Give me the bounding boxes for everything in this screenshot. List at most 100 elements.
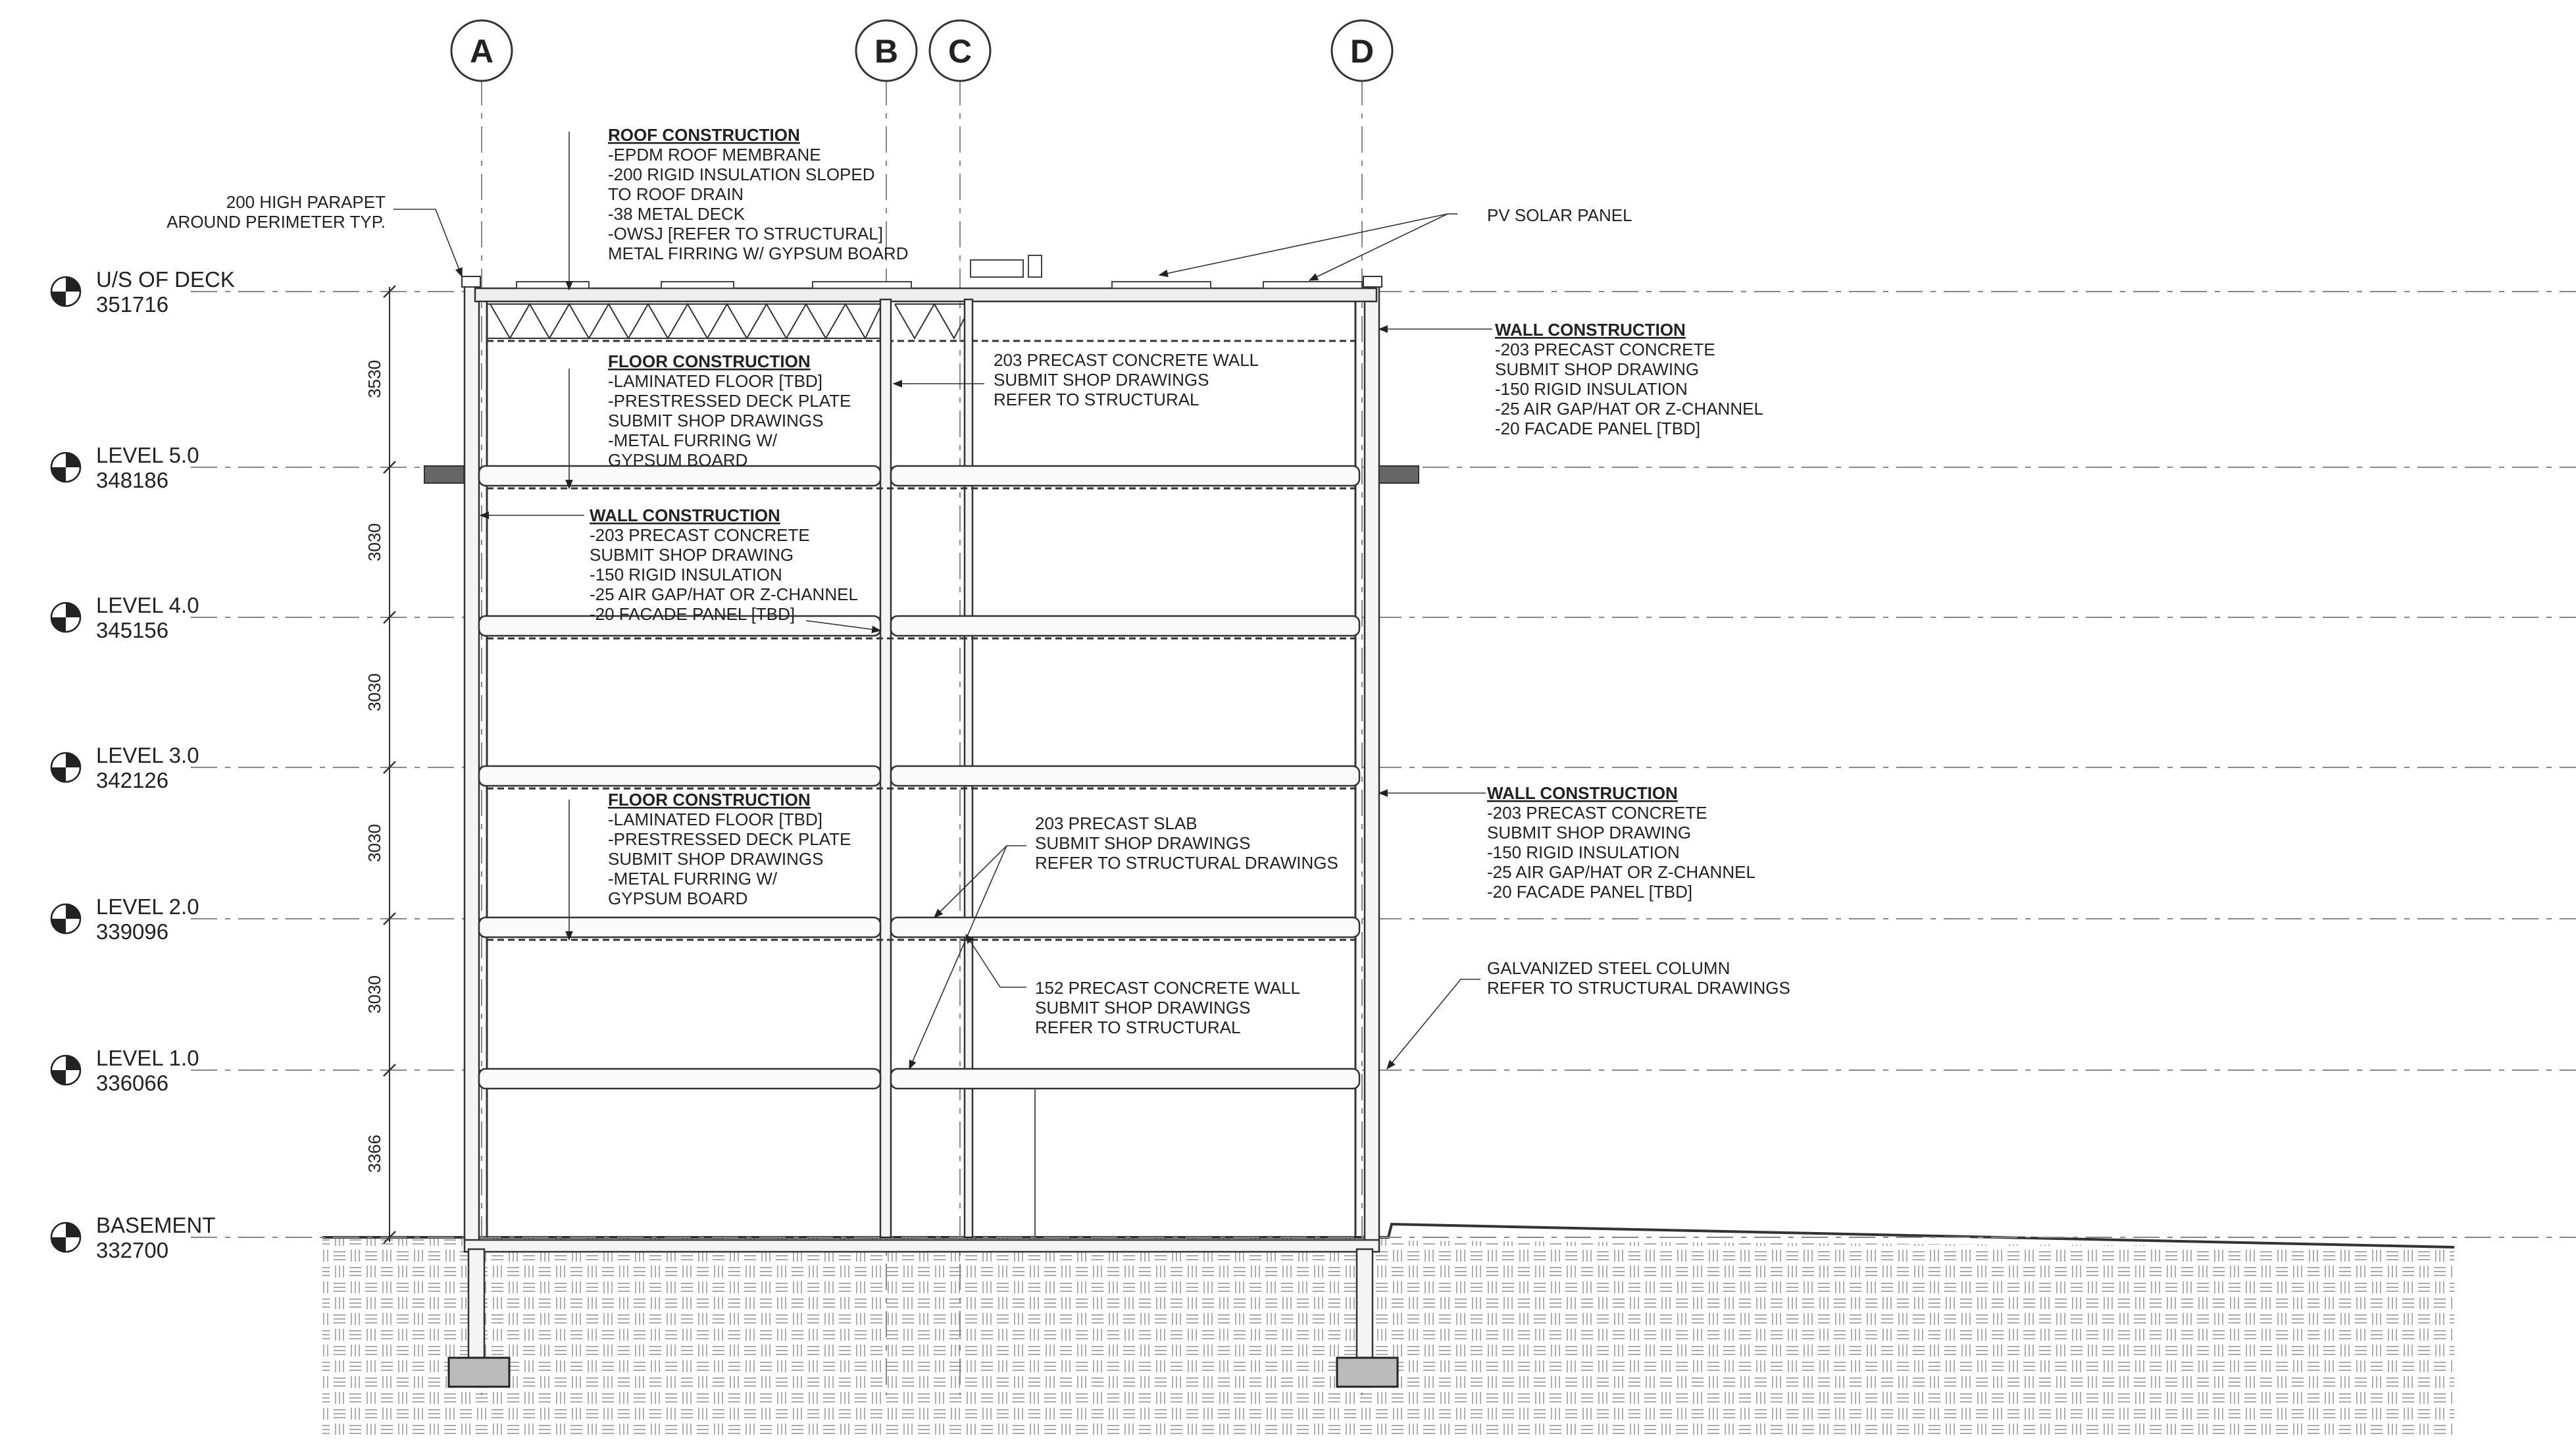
wall-construction-note-right-lower: WALL CONSTRUCTION -203 PRECAST CONCRETE … (1487, 783, 1755, 902)
galvanized-column-note: GALVANIZED STEEL COLUMN REFER TO STRUCTU… (1487, 958, 1790, 998)
grid-bubble-a: A (450, 19, 513, 82)
note-line: -150 RIGID INSULATION (590, 565, 782, 584)
note-line: -203 PRECAST CONCRETE (1487, 803, 1707, 823)
note-line: SUBMIT SHOP DRAWINGS (994, 370, 1209, 390)
note-line: -LAMINATED FLOOR [TBD] (608, 810, 822, 829)
note-line: 152 PRECAST CONCRETE WALL (1035, 978, 1300, 998)
floor-construction-note-lower: FLOOR CONSTRUCTION -LAMINATED FLOOR [TBD… (608, 790, 851, 908)
level-name: LEVEL 1.0 (96, 1046, 199, 1070)
note-line: -LAMINATED FLOOR [TBD] (608, 371, 822, 391)
note-title: WALL CONSTRUCTION (1495, 320, 1686, 340)
level-name: BASEMENT (96, 1213, 216, 1237)
note-line: -OWSJ [REFER TO STRUCTURAL] (608, 224, 883, 244)
note-line: -PRESTRESSED DECK PLATE (608, 391, 851, 411)
note-line: SUBMIT SHOP DRAWINGS (1035, 833, 1250, 853)
note-line: -25 AIR GAP/HAT OR Z-CHANNEL (590, 584, 858, 604)
level-marker-us-deck: U/S OF DECK 351716 (50, 267, 235, 317)
note-title: FLOOR CONSTRUCTION (608, 790, 811, 810)
note-line: -20 FACADE PANEL [TBD] (1487, 882, 1692, 902)
level-elevation: 348186 (96, 468, 168, 492)
level-lines (191, 291, 2576, 1238)
note-line: SUBMIT SHOP DRAWINGS (608, 849, 823, 869)
dimension-label: 3030 (365, 523, 384, 561)
note-line: METAL FIRRING W/ GYPSUM BOARD (608, 244, 908, 263)
pv-solar-note: PV SOLAR PANEL (1487, 205, 1632, 225)
note-line: -25 AIR GAP/HAT OR Z-CHANNEL (1487, 862, 1755, 882)
grid-label-b: B (874, 33, 898, 70)
note-line: GYPSUM BOARD (608, 450, 747, 470)
note-line: -METAL FURRING W/ (608, 430, 778, 450)
level-name: LEVEL 5.0 (96, 443, 199, 467)
precast-wall-203-note: 203 PRECAST CONCRETE WALL SUBMIT SHOP DR… (994, 350, 1259, 409)
level-elevation: 332700 (96, 1238, 168, 1262)
grid-bubble-c: C (928, 19, 992, 82)
note-line: SUBMIT SHOP DRAWINGS (1035, 998, 1250, 1017)
grid-bubble-d: D (1330, 19, 1394, 82)
note-line: 203 PRECAST CONCRETE WALL (994, 350, 1259, 370)
note-line: -PRESTRESSED DECK PLATE (608, 829, 851, 849)
grid-label-a: A (470, 33, 493, 70)
note-line: 200 HIGH PARAPET (226, 192, 386, 212)
wall-construction-note-left: WALL CONSTRUCTION -203 PRECAST CONCRETE … (590, 505, 858, 624)
dimension-label: 3530 (365, 360, 384, 398)
note-line: SUBMIT SHOP DRAWING (1487, 823, 1691, 842)
note-line: -150 RIGID INSULATION (1487, 842, 1680, 862)
building-structure (424, 255, 1419, 1388)
note-title: WALL CONSTRUCTION (1487, 783, 1678, 803)
note-leaders (393, 132, 1492, 1070)
note-line: -METAL FURRING W/ (608, 869, 778, 888)
note-line: -150 RIGID INSULATION (1495, 379, 1688, 399)
roof-construction-note: ROOF CONSTRUCTION -EPDM ROOF MEMBRANE -2… (608, 125, 908, 263)
note-line: -20 FACADE PANEL [TBD] (590, 604, 795, 624)
level-marker-basement: BASEMENT 332700 (50, 1213, 216, 1262)
note-title: ROOF CONSTRUCTION (608, 125, 800, 145)
level-name: U/S OF DECK (96, 267, 235, 292)
level-elevation: 342126 (96, 768, 168, 792)
level-marker-2: LEVEL 2.0 339096 (50, 894, 199, 944)
level-marker-4: LEVEL 4.0 345156 (50, 593, 199, 642)
level-marker-1: LEVEL 1.0 336066 (50, 1046, 199, 1095)
note-line: -203 PRECAST CONCRETE (1495, 340, 1715, 359)
ground-soil (322, 1222, 2455, 1435)
note-line: GYPSUM BOARD (608, 888, 747, 908)
precast-wall-152-note: 152 PRECAST CONCRETE WALL SUBMIT SHOP DR… (1035, 978, 1300, 1037)
level-marker-3: LEVEL 3.0 342126 (50, 743, 199, 792)
note-line: AROUND PERIMETER TYP. (166, 212, 386, 232)
note-line: REFER TO STRUCTURAL DRAWINGS (1035, 853, 1338, 873)
grid-label-d: D (1350, 33, 1374, 70)
note-line: 203 PRECAST SLAB (1035, 813, 1198, 833)
note-line: -203 PRECAST CONCRETE (590, 525, 810, 545)
floor-construction-note-upper: FLOOR CONSTRUCTION -LAMINATED FLOOR [TBD… (608, 351, 851, 470)
dimension-string: 3530 3030 3030 3030 3030 3366 (365, 285, 396, 1244)
precast-slab-203-note: 203 PRECAST SLAB SUBMIT SHOP DRAWINGS RE… (1035, 813, 1338, 873)
grid-bubble-b: B (855, 19, 918, 82)
note-line: SUBMIT SHOP DRAWINGS (608, 411, 823, 430)
level-name: LEVEL 4.0 (96, 593, 199, 617)
dimension-label: 3030 (365, 824, 384, 862)
grid-lines (481, 79, 1363, 1395)
dimension-label: 3366 (365, 1135, 384, 1173)
dimension-label: 3030 (365, 975, 384, 1014)
note-line: REFER TO STRUCTURAL DRAWINGS (1487, 978, 1790, 998)
note-line: -EPDM ROOF MEMBRANE (608, 145, 821, 165)
grid-label-c: C (948, 33, 972, 70)
note-line: SUBMIT SHOP DRAWING (590, 545, 794, 565)
note-line: SUBMIT SHOP DRAWING (1495, 359, 1699, 379)
note-line: -200 RIGID INSULATION SLOPED (608, 165, 875, 184)
note-line: TO ROOF DRAIN (608, 184, 744, 204)
level-name: LEVEL 3.0 (96, 743, 199, 767)
parapet-note: 200 HIGH PARAPET AROUND PERIMETER TYP. (166, 192, 386, 232)
note-line: PV SOLAR PANEL (1487, 205, 1632, 225)
note-line: REFER TO STRUCTURAL (994, 390, 1200, 409)
dimension-label: 3030 (365, 673, 384, 711)
note-line: -20 FACADE PANEL [TBD] (1495, 419, 1700, 438)
note-line: GALVANIZED STEEL COLUMN (1487, 958, 1730, 978)
level-elevation: 339096 (96, 919, 168, 944)
level-elevation: 351716 (96, 292, 168, 317)
note-title: WALL CONSTRUCTION (590, 505, 780, 525)
level-elevation: 345156 (96, 618, 168, 642)
wall-construction-note-right-upper: WALL CONSTRUCTION -203 PRECAST CONCRETE … (1495, 320, 1763, 438)
note-title: FLOOR CONSTRUCTION (608, 351, 811, 371)
level-elevation: 336066 (96, 1071, 168, 1095)
